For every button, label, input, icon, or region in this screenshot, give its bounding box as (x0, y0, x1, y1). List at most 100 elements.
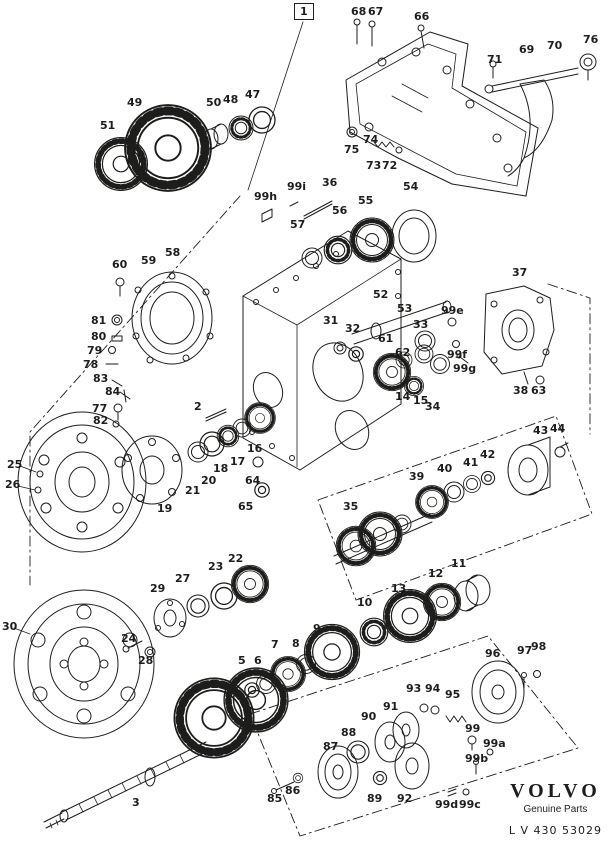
part-label-20: 20 (201, 474, 217, 487)
part-label-2: 2 (194, 400, 202, 413)
gearbox-case (205, 230, 402, 471)
part-label-65: 65 (238, 500, 254, 513)
part-label-52: 52 (373, 288, 389, 301)
side-cover (483, 285, 555, 385)
part-label-30: 30 (2, 620, 18, 633)
part-99c (462, 788, 470, 796)
part-label-88: 88 (341, 726, 357, 739)
part-label-41: 41 (463, 456, 479, 469)
bracket-99h (261, 208, 273, 223)
part-label-11: 11 (451, 557, 467, 570)
part-label-80: 80 (91, 330, 107, 343)
part-label-62: 62 (395, 346, 411, 359)
part-label-59: 59 (141, 254, 157, 267)
part-label-57: 57 (290, 218, 306, 231)
document-number: L V 430 53029 (508, 824, 602, 837)
part-label-74: 74 (363, 133, 379, 146)
part-label-49: 49 (127, 96, 143, 109)
part-label-83: 83 (93, 372, 109, 385)
cap-76 (579, 53, 597, 81)
small-flange-row (122, 563, 271, 658)
part-label-86: 86 (285, 784, 301, 797)
part-label-93: 93 (406, 682, 422, 695)
part-label-27: 27 (175, 572, 191, 585)
mainshaft-gear-train (244, 574, 491, 698)
part-label-38: 38 (513, 384, 529, 397)
volvo-logo: VOLVO (510, 780, 601, 802)
part-label-78: 78 (83, 358, 99, 371)
part-label-36: 36 (322, 176, 338, 189)
part-label-72: 72 (382, 159, 398, 172)
mainshaft-parts (333, 300, 469, 397)
washer-99a (486, 748, 494, 756)
disc-87 (317, 745, 359, 799)
part-label-33: 33 (413, 318, 429, 331)
part-label-24: 24 (121, 632, 137, 645)
disc-90 (374, 721, 406, 763)
part-label-76: 76 (583, 33, 599, 46)
part-label-54: 54 (403, 180, 419, 193)
stud-2 (205, 408, 227, 422)
part-label-67: 67 (368, 5, 384, 18)
figure-leader-line (247, 21, 304, 191)
output-flange-43 (507, 436, 569, 496)
stud-36 (303, 200, 333, 220)
disc-92 (394, 742, 430, 790)
part-label-31: 31 (323, 314, 339, 327)
washer-98 (533, 670, 541, 678)
part-label-99c: 99c (459, 798, 481, 811)
part-label-82: 82 (93, 414, 109, 427)
part-label-26: 26 (5, 478, 21, 491)
part-label-99i: 99i (287, 180, 307, 193)
section-boundaries (29, 195, 593, 837)
part-label-79: 79 (87, 344, 103, 357)
part-label-42: 42 (480, 448, 496, 461)
cover-96 (471, 660, 525, 724)
part-label-58: 58 (165, 246, 181, 259)
part-label-70: 70 (547, 39, 563, 52)
fitting-99 (467, 735, 477, 751)
part-label-64: 64 (245, 474, 261, 487)
part-label-66: 66 (414, 10, 430, 23)
part-label-19: 19 (157, 502, 173, 515)
part-label-91: 91 (383, 700, 399, 713)
part-label-81: 81 (91, 314, 107, 327)
part-label-10: 10 (357, 596, 373, 609)
part-label-94: 94 (425, 682, 441, 695)
bolt-71 (489, 60, 497, 79)
input-shaft-gears (261, 200, 437, 269)
part-label-39: 39 (409, 470, 425, 483)
part-label-3: 3 (132, 796, 140, 809)
nut-28 (144, 646, 156, 658)
part-label-14: 14 (395, 390, 411, 403)
part-label-68: 68 (351, 5, 367, 18)
part-label-55: 55 (358, 194, 374, 207)
part-label-85: 85 (267, 792, 283, 805)
part-label-60: 60 (112, 258, 128, 271)
part-label-56: 56 (332, 204, 348, 217)
part-label-99e: 99e (441, 304, 464, 317)
flywheel (17, 411, 147, 553)
genuine-parts-label: Genuine Parts (523, 804, 588, 815)
brake-drum (13, 589, 155, 739)
bolt-67 (368, 20, 376, 47)
part-label-5: 5 (238, 654, 246, 667)
part-label-32: 32 (345, 322, 361, 335)
part-label-12: 12 (428, 567, 444, 580)
part-label-92: 92 (397, 792, 413, 805)
part-label-47: 47 (245, 88, 261, 101)
part-label-69: 69 (519, 43, 535, 56)
part-label-21: 21 (185, 484, 201, 497)
part-label-99h: 99h (254, 190, 278, 203)
part-label-90: 90 (361, 710, 377, 723)
part-label-99b: 99b (465, 752, 489, 765)
bolt-60 (115, 277, 125, 297)
bolt-68 (353, 18, 361, 45)
part-label-87: 87 (323, 740, 339, 753)
part-label-89: 89 (367, 792, 383, 805)
part-label-99g: 99g (453, 362, 477, 375)
part-99d (447, 788, 457, 797)
bolt-66 (417, 24, 425, 49)
